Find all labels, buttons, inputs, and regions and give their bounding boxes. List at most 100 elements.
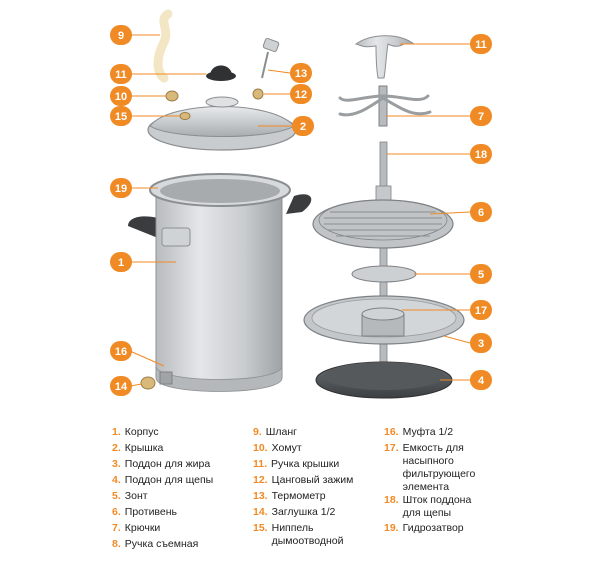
svg-text:19: 19 [115, 183, 127, 195]
lid-handle-right [354, 35, 416, 79]
callout-13: 13 [290, 63, 312, 83]
legend-number: 12. [253, 474, 268, 486]
legend-item: 17.Емкость для насыпного фильтрующего эл… [384, 442, 502, 494]
callout-1: 1 [110, 252, 132, 272]
legend-label: Крючки [124, 522, 161, 534]
callout-3: 3 [470, 333, 492, 353]
legend-item: 1.Корпус [112, 426, 159, 439]
svg-text:3: 3 [478, 338, 484, 350]
svg-text:9: 9 [118, 30, 124, 42]
legend-label: Хомут [271, 442, 302, 454]
svg-text:14: 14 [115, 381, 128, 393]
clamp-khomut [165, 90, 179, 102]
legend-number: 16. [384, 426, 399, 438]
lid-top [205, 96, 239, 108]
legend-item: 18.Шток поддона для щепы [384, 494, 502, 520]
handle-bracket [161, 227, 191, 247]
svg-text:4: 4 [478, 375, 485, 387]
callout-19: 19 [110, 178, 132, 198]
legend-item: 15.Ниппель дымоотводной [253, 522, 363, 548]
legend-item: 4.Поддон для щепы [112, 474, 213, 487]
legend-label: Муфта 1/2 [402, 426, 454, 438]
thermometer [261, 37, 280, 79]
legend-item: 3.Поддон для жира [112, 458, 210, 471]
legend-number: 13. [253, 490, 268, 502]
callout-16: 16 [110, 341, 132, 361]
legend-number: 19. [384, 522, 399, 534]
legend-label: Крышка [124, 442, 164, 454]
callout-17: 17 [470, 300, 492, 320]
svg-text:2: 2 [300, 121, 306, 133]
callout-11-knob: 11 [110, 64, 132, 84]
collet-clamp [252, 88, 264, 100]
legend-number: 9. [253, 426, 262, 438]
legend-item: 8.Ручка съемная [112, 538, 198, 551]
legend-item: 19.Гидрозатвор [384, 522, 502, 535]
hooks-kryuchki [338, 85, 432, 127]
legend-item: 14.Заглушка 1/2 [253, 506, 335, 519]
legend-item: 12.Цанговый зажим [253, 474, 353, 487]
legend-number: 1. [112, 426, 121, 438]
svg-text:13: 13 [295, 68, 307, 80]
legend-label: Гидрозатвор [402, 522, 464, 534]
plug-zaglushka [140, 376, 156, 390]
svg-text:16: 16 [115, 346, 127, 358]
nipple-part [179, 112, 191, 120]
legend-label: Поддон для щепы [124, 474, 214, 486]
body-rim-inner [160, 179, 280, 203]
svg-text:7: 7 [478, 111, 484, 123]
body-cylinder [155, 189, 283, 392]
legend-label: Противень [124, 506, 178, 518]
legend-number: 18. [384, 494, 399, 506]
legend-number: 17. [384, 442, 399, 454]
left-handle [128, 216, 158, 238]
legend-item: 5.Зонт [112, 490, 148, 503]
body-korpus [128, 173, 312, 392]
svg-text:5: 5 [478, 269, 484, 281]
legend-label: Шланг [265, 426, 297, 438]
legend-label: Ниппель дымоотводной [271, 522, 344, 547]
legend-item: 13.Термометр [253, 490, 326, 503]
svg-text:15: 15 [115, 111, 127, 123]
legend-number: 10. [253, 442, 268, 454]
callout-4: 4 [470, 370, 492, 390]
legend-item: 10.Хомут [253, 442, 302, 455]
callout-5: 5 [470, 264, 492, 284]
svg-text:1: 1 [118, 257, 124, 269]
legend-number: 7. [112, 522, 121, 534]
leader-lines [129, 34, 471, 387]
legend-number: 6. [112, 506, 121, 518]
svg-text:6: 6 [478, 207, 484, 219]
callout-2: 2 [292, 116, 314, 136]
legend-number: 2. [112, 442, 121, 454]
tray-protiven [312, 199, 454, 249]
chip-tray [315, 361, 453, 399]
lid-knob [206, 65, 236, 81]
callout-12: 12 [290, 84, 312, 104]
legend-label: Термометр [271, 490, 326, 502]
callout-18: 18 [470, 144, 492, 164]
body-bottom-band [155, 365, 283, 392]
hose-shlang [153, 9, 173, 83]
legend-item: 6.Противень [112, 506, 177, 519]
coupling-mufta [159, 371, 173, 385]
svg-text:11: 11 [115, 69, 127, 81]
svg-text:10: 10 [115, 91, 127, 103]
callout-14: 14 [110, 376, 132, 396]
svg-text:18: 18 [475, 149, 487, 161]
legend-label: Емкость для насыпного фильтрующего элеме… [402, 442, 476, 493]
legend-label: Корпус [124, 426, 159, 438]
callout-7: 7 [470, 106, 492, 126]
legend-number: 15. [253, 522, 268, 534]
legend-item: 9.Шланг [253, 426, 297, 439]
callout-9: 9 [110, 25, 132, 45]
legend-label: Поддон для жира [124, 458, 211, 470]
legend-number: 11. [253, 458, 268, 470]
legend-label: Шток поддона для щепы [402, 494, 472, 519]
legend-label: Ручка крышки [271, 458, 340, 470]
legend-item: 7.Крючки [112, 522, 160, 535]
callout-15: 15 [110, 106, 132, 126]
svg-text:17: 17 [475, 305, 487, 317]
umbrella-zont [351, 265, 417, 283]
legend-label: Заглушка 1/2 [271, 506, 336, 518]
